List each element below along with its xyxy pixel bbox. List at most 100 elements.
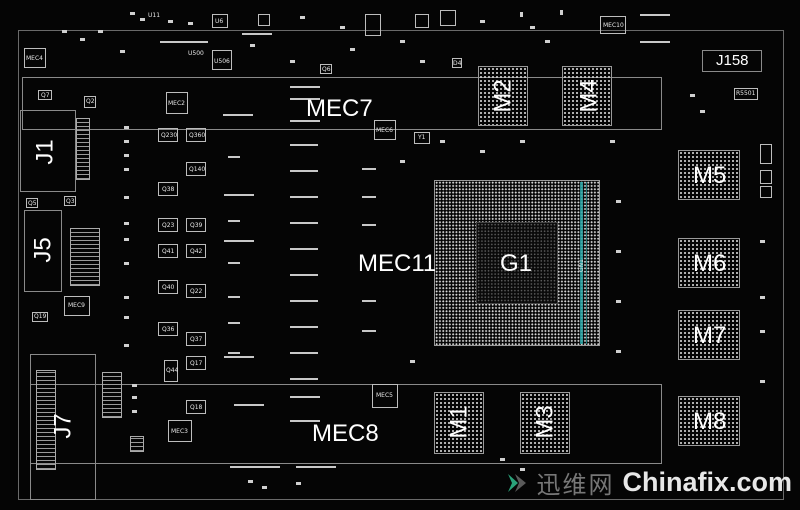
m5-chip <box>678 150 740 200</box>
center-bar <box>290 196 318 198</box>
mec3-small-label: MEC3 <box>171 428 188 435</box>
top-part-b <box>440 10 456 26</box>
m6-label: M6 <box>693 250 727 277</box>
center-bar <box>290 144 318 146</box>
mec7-bar <box>290 120 320 122</box>
q17-small-label: Q17 <box>190 360 203 367</box>
mec7-bar <box>223 114 253 116</box>
mec8-bar <box>234 404 264 406</box>
q19-small-label: Q19 <box>34 313 47 320</box>
mec10-small-label: MEC10 <box>603 22 624 29</box>
y1-small-label: Y1 <box>418 134 426 141</box>
center-bar <box>362 330 376 332</box>
cap <box>124 316 129 319</box>
q41-small-label: Q41 <box>162 248 175 255</box>
cap <box>248 480 253 483</box>
m1-label-wrap: M1 <box>442 405 478 439</box>
q37-small-label: Q37 <box>190 336 203 343</box>
q230-small-label: Q230 <box>161 132 178 139</box>
top-bar-2 <box>242 33 272 35</box>
cap <box>124 296 129 299</box>
center-bar <box>224 240 254 242</box>
m5-label: M5 <box>693 162 727 189</box>
cap <box>545 40 550 43</box>
cap <box>760 380 765 383</box>
center-bar <box>290 248 318 250</box>
cap <box>124 168 129 171</box>
j7-connector-b <box>102 372 122 418</box>
cap <box>250 44 255 47</box>
q39-part <box>186 218 206 232</box>
mec4-small-label: MEC4 <box>26 55 43 62</box>
q360-small-label: Q360 <box>189 132 206 139</box>
center-bar <box>290 378 318 380</box>
cap <box>120 50 125 53</box>
mec9-small-label: MEC9 <box>68 302 85 309</box>
mec8-bar <box>230 466 280 468</box>
mec9-part <box>64 296 90 316</box>
mec6-small-label: MEC6 <box>376 127 393 134</box>
m3-label-wrap: M3 <box>528 405 564 438</box>
cap <box>560 10 563 15</box>
u506-small-label: U506 <box>214 58 230 65</box>
j1-label-wrap: J1 <box>26 138 66 168</box>
q140-part <box>186 162 206 176</box>
cap <box>520 12 523 17</box>
cap <box>80 38 85 41</box>
j158-outline <box>702 50 762 72</box>
m8-chip <box>678 396 740 446</box>
m2-chip <box>478 66 528 126</box>
center-bar <box>362 224 376 226</box>
board-outline <box>18 30 784 500</box>
q36-part <box>158 322 178 336</box>
cap <box>188 22 193 25</box>
center-bar <box>290 170 318 172</box>
q3-part <box>64 196 76 206</box>
top-part-d <box>258 14 270 26</box>
right-part <box>760 186 772 198</box>
r5501-small-label: R5501 <box>736 90 756 97</box>
cap <box>124 222 129 225</box>
j7-label: J7 <box>49 413 77 439</box>
m2-label-wrap: M2 <box>486 79 522 112</box>
q140-small-label: Q140 <box>189 166 206 173</box>
top-bar-3 <box>640 41 670 43</box>
cap <box>610 140 615 143</box>
top-bar-1 <box>160 41 208 43</box>
m7-label: M7 <box>693 322 727 349</box>
cap <box>340 26 345 29</box>
mec8-bar <box>290 420 320 422</box>
cap <box>124 154 129 157</box>
q6-small-label: Q6 <box>322 66 331 73</box>
m3-chip <box>520 392 570 454</box>
u6-part <box>212 14 228 28</box>
center-bar <box>228 322 240 324</box>
u6-small-label: U6 <box>215 18 224 25</box>
chinafix-logo-icon <box>506 472 528 494</box>
q41-part <box>158 244 178 258</box>
j5-label: J5 <box>29 237 57 263</box>
u506-part <box>212 50 232 70</box>
m1-label: M1 <box>446 405 473 439</box>
cap <box>520 468 525 471</box>
j1-outline <box>20 110 76 192</box>
top-bar-4 <box>640 14 670 16</box>
gn1-small-text: GN1 <box>577 259 585 272</box>
g1-accent-trace <box>580 182 583 344</box>
cap <box>132 410 137 413</box>
q5-small-label: Q5 <box>28 200 37 207</box>
j5-label-wrap: J5 <box>24 236 64 266</box>
center-bar <box>290 352 318 354</box>
cap <box>760 330 765 333</box>
right-part <box>760 144 772 164</box>
cap <box>616 350 621 353</box>
center-bar <box>228 262 240 264</box>
cap <box>500 458 505 461</box>
cap <box>616 200 621 203</box>
q36-small-label: Q36 <box>162 326 175 333</box>
mec8-bar <box>296 466 336 468</box>
mec5-part <box>372 384 398 408</box>
m1-chip <box>434 392 484 454</box>
q44-small-label: Q44 <box>166 367 179 374</box>
